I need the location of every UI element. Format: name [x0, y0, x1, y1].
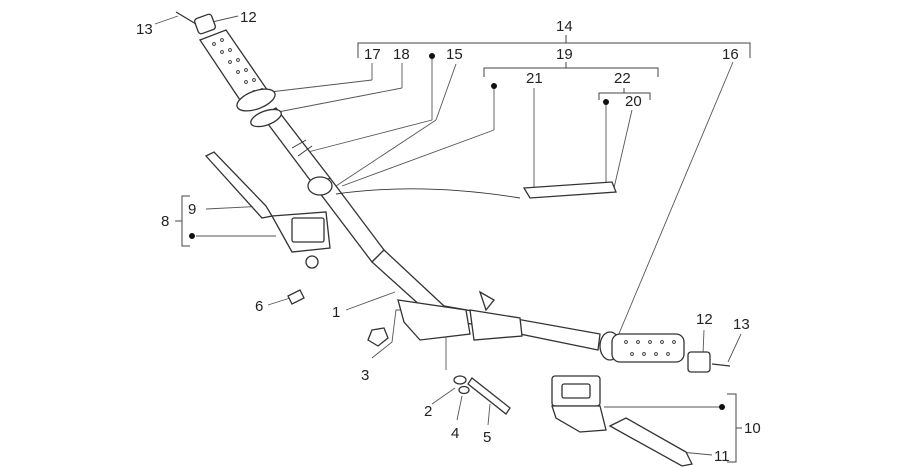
callout-8: 8 [161, 213, 169, 230]
dot-marker [189, 233, 195, 239]
callout-15: 15 [446, 46, 463, 63]
callout-14: 14 [556, 18, 573, 35]
callout-13-right: 13 [733, 316, 750, 333]
group-dots [189, 53, 725, 410]
bracket-10 [727, 393, 742, 463]
callout-17: 17 [364, 46, 381, 63]
callout-11: 11 [714, 448, 730, 465]
callout-20: 20 [625, 93, 642, 110]
callout-4: 4 [451, 425, 459, 442]
bracket-19 [483, 62, 659, 77]
bracket-14 [357, 35, 751, 58]
left-lever-assembly [204, 151, 331, 269]
callout-10: 10 [744, 420, 761, 437]
callout-19: 19 [556, 46, 573, 63]
bracket-22 [598, 88, 651, 100]
dot-marker [491, 83, 497, 89]
right-grip [599, 331, 731, 373]
group-brackets [175, 35, 751, 463]
dot-marker [719, 404, 725, 410]
callout-6: 6 [255, 298, 263, 315]
callout-2: 2 [424, 403, 432, 420]
callout-12-right: 12 [696, 311, 713, 328]
throttle-cable [335, 181, 617, 199]
bolt-5-and-washers [453, 375, 511, 415]
callout-22: 22 [614, 70, 631, 87]
callout-1: 1 [332, 304, 340, 321]
left-washers [236, 88, 333, 196]
group-callouts: 1 2 3 4 5 6 8 9 10 11 12 12 13 13 14 15 … [136, 9, 761, 465]
callout-12-top: 12 [240, 9, 257, 26]
callout-21: 21 [526, 70, 543, 87]
clamp-center [397, 290, 523, 341]
right-lever-assembly [551, 375, 693, 467]
dot-marker [429, 53, 435, 59]
screw-6 [287, 289, 305, 305]
callout-18: 18 [393, 46, 410, 63]
callout-5: 5 [483, 429, 491, 446]
bracket-8 [175, 195, 190, 247]
callout-9: 9 [188, 201, 196, 218]
nut-3 [367, 327, 389, 347]
dot-marker [603, 99, 609, 105]
callout-13-top: 13 [136, 21, 153, 38]
callout-3: 3 [361, 367, 369, 384]
callout-16: 16 [722, 46, 739, 63]
